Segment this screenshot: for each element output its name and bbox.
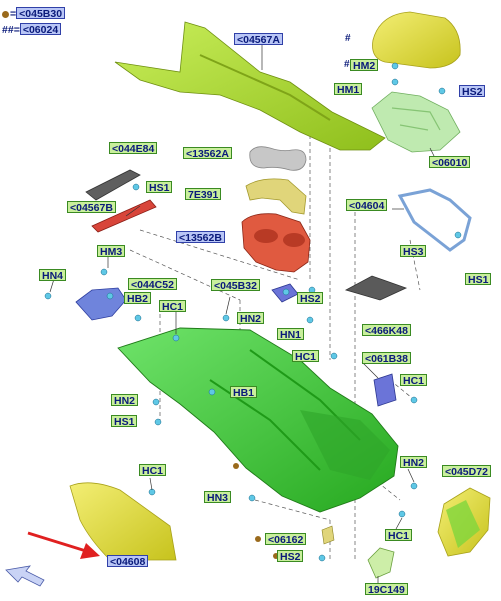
- label-06010[interactable]: <06010: [429, 156, 471, 169]
- label-hs2-mid[interactable]: HS2: [297, 292, 324, 305]
- bracket-06162: [321, 525, 335, 545]
- label-hc1-a[interactable]: HC1: [159, 300, 187, 313]
- brown-fastener-dots: [233, 463, 279, 559]
- frame-7e391: [245, 178, 307, 215]
- label-044c52[interactable]: <044C52: [128, 278, 177, 291]
- label-hb1[interactable]: HB1: [230, 386, 258, 399]
- legend-eq: =: [10, 8, 17, 20]
- label-13562b[interactable]: <13562B: [176, 231, 225, 244]
- label-hn3[interactable]: HN3: [204, 491, 232, 504]
- label-04604[interactable]: <04604: [346, 199, 388, 212]
- label-hc1-b[interactable]: HC1: [292, 350, 320, 363]
- legend-code: <06024: [19, 23, 62, 36]
- label-06162[interactable]: <06162: [265, 533, 307, 546]
- label-hm3[interactable]: HM3: [97, 245, 126, 258]
- side-panel-04608: [69, 482, 177, 561]
- hash-mark-hm2: #: [344, 59, 350, 70]
- bracket-061b38: [373, 373, 397, 407]
- label-04608[interactable]: <04608: [107, 555, 149, 568]
- hinge-bracket-06010: [371, 91, 461, 153]
- label-hc1-c[interactable]: HC1: [400, 374, 428, 387]
- hash-mark-lid: #: [345, 33, 351, 44]
- label-hm1[interactable]: HM1: [334, 83, 363, 96]
- label-hn1[interactable]: HN1: [277, 328, 305, 341]
- label-hc1-d[interactable]: HC1: [139, 464, 167, 477]
- view-direction-icon: [5, 565, 45, 587]
- label-hm2[interactable]: HM2: [350, 59, 379, 72]
- label-13562a[interactable]: <13562A: [183, 147, 232, 160]
- plate-466k48: [344, 275, 408, 301]
- label-hs2-top[interactable]: HS2: [459, 85, 486, 98]
- part-19c149: [367, 547, 395, 579]
- label-hs3[interactable]: HS3: [400, 245, 427, 258]
- label-044e84[interactable]: <044E84: [109, 142, 158, 155]
- label-hs1-a[interactable]: HS1: [146, 181, 173, 194]
- label-hn4[interactable]: HN4: [39, 269, 67, 282]
- label-hs1-b[interactable]: HS1: [111, 415, 138, 428]
- label-061b38[interactable]: <061B38: [362, 352, 411, 365]
- label-19c149[interactable]: 19C149: [365, 583, 408, 596]
- cup-mat-13562a: [249, 146, 307, 171]
- label-hc1-e[interactable]: HC1: [385, 529, 413, 542]
- hash-symbol: #: [2, 24, 8, 36]
- label-466k48[interactable]: <466K48: [362, 324, 411, 337]
- legend-row-hash: ##=<06024: [2, 23, 62, 36]
- trim-panel-04567a: [114, 21, 386, 151]
- label-7e391[interactable]: 7E391: [185, 188, 222, 201]
- label-hn2-a[interactable]: HN2: [237, 312, 265, 325]
- legend-code: <045B30: [16, 7, 66, 20]
- label-hb2[interactable]: HB2: [124, 292, 152, 305]
- brown-dot-icon: [2, 10, 9, 18]
- legend-row-dot: =<045B30: [2, 7, 66, 20]
- label-045b32[interactable]: <045B32: [211, 279, 260, 292]
- label-leaders: [49, 44, 436, 583]
- label-04567b[interactable]: <04567B: [67, 201, 116, 214]
- label-045d72[interactable]: <045D72: [442, 465, 491, 478]
- bracket-04604: [397, 188, 472, 252]
- strip-04567b: [91, 199, 157, 233]
- armrest-lid: [372, 11, 461, 69]
- label-hs2-bot[interactable]: HS2: [277, 550, 304, 563]
- fastener-clips: [44, 62, 482, 562]
- cupholder-13562b: [241, 213, 311, 273]
- label-hn2-b[interactable]: HN2: [111, 394, 139, 407]
- bracket-044c52: [75, 287, 127, 321]
- red-arrow: [27, 531, 100, 559]
- label-hs1-r[interactable]: HS1: [465, 273, 492, 286]
- label-hn2-c[interactable]: HN2: [400, 456, 428, 469]
- bracket-044e84: [85, 169, 141, 201]
- label-04567a[interactable]: <04567A: [234, 33, 283, 46]
- legend-eq: =: [13, 24, 20, 36]
